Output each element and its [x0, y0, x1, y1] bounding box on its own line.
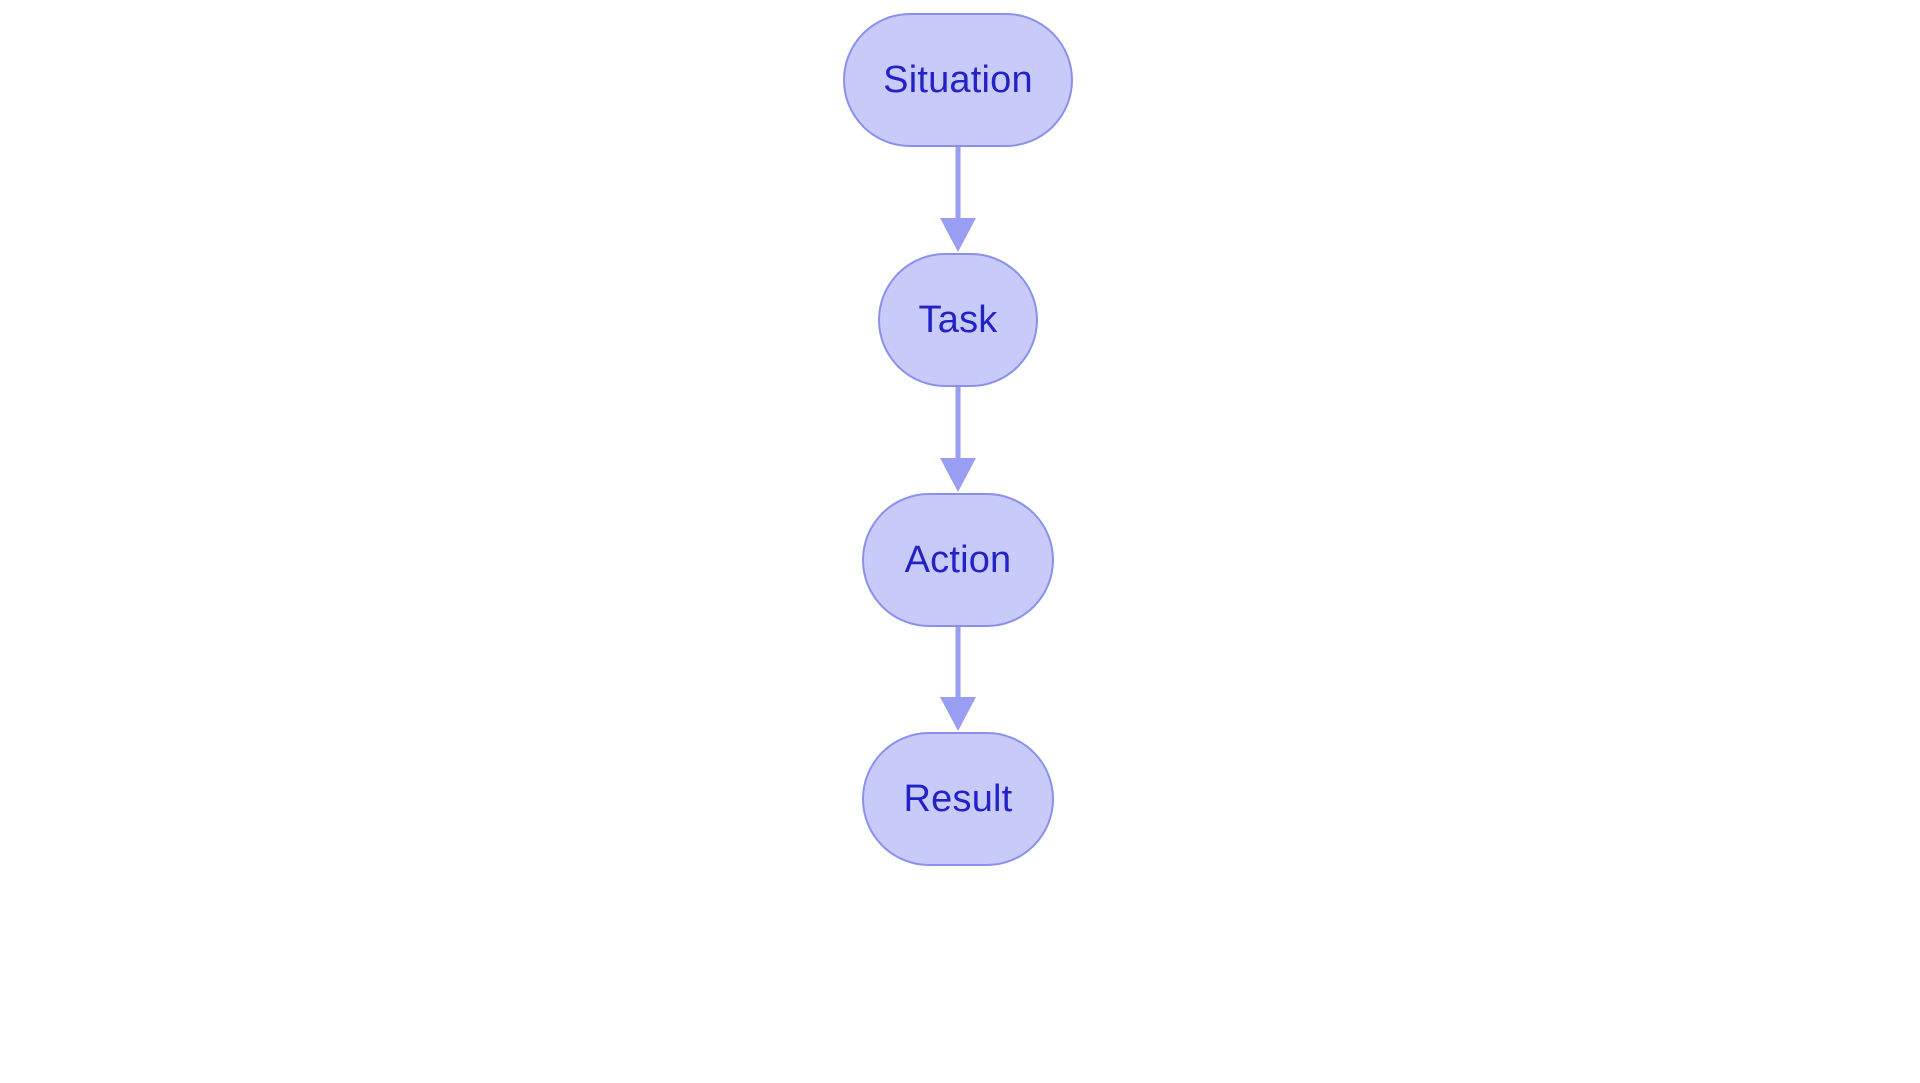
edge-situation-task-arrowhead-icon: [940, 218, 976, 252]
node-situation-shape: [843, 13, 1073, 147]
edge-situation-task[interactable]: [940, 146, 976, 252]
node-result-shape: [862, 732, 1054, 866]
node-task[interactable]: Task: [878, 253, 1038, 387]
node-task-shape: [878, 253, 1038, 387]
node-situation[interactable]: Situation: [843, 13, 1073, 147]
node-action-shape: [862, 493, 1054, 627]
node-task-label: Task: [919, 299, 999, 341]
edge-task-action[interactable]: [940, 386, 976, 492]
node-action[interactable]: Action: [862, 493, 1054, 627]
node-result-label: Result: [904, 778, 1013, 820]
node-situation-label: Situation: [883, 59, 1033, 101]
edge-action-result[interactable]: [940, 626, 976, 731]
edge-task-action-arrowhead-icon: [940, 458, 976, 492]
node-action-label: Action: [905, 539, 1012, 581]
edge-action-result-arrowhead-icon: [940, 697, 976, 731]
node-result[interactable]: Result: [862, 732, 1054, 866]
